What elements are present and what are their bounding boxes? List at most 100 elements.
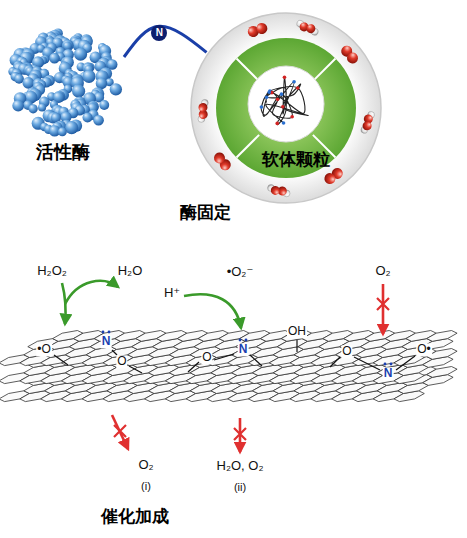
atom-label: •O bbox=[36, 343, 52, 356]
graphene-sheets bbox=[0, 331, 457, 402]
dot bbox=[102, 331, 105, 334]
enzyme-sphere bbox=[23, 77, 35, 89]
atom bbox=[198, 103, 207, 112]
enzyme-sphere bbox=[28, 104, 37, 113]
arrow-in bbox=[184, 294, 241, 328]
peroxide-molecule bbox=[360, 110, 375, 134]
enzyme-sphere bbox=[74, 48, 87, 61]
connector-label: N bbox=[151, 25, 167, 41]
polymer-dot bbox=[265, 95, 269, 99]
polymer-dot bbox=[260, 105, 264, 109]
core-divider bbox=[237, 135, 260, 158]
inner-void bbox=[248, 66, 324, 142]
polymer-dot bbox=[283, 76, 287, 80]
node-picture bbox=[2, 12, 124, 140]
chemical-label: •O₂⁻ bbox=[226, 265, 255, 279]
enzyme-sphere bbox=[49, 53, 60, 64]
atom-label: N bbox=[238, 343, 249, 356]
bond bbox=[250, 355, 262, 366]
blocked-arrow bbox=[382, 284, 385, 334]
caption: 催化加成 bbox=[100, 508, 170, 527]
core-divider bbox=[237, 59, 260, 82]
enzyme-sphere bbox=[99, 100, 109, 110]
bond bbox=[214, 354, 234, 360]
enzyme-sphere bbox=[72, 85, 85, 98]
chemical-label: H₂O₂ bbox=[36, 264, 68, 278]
atom-label: O bbox=[341, 345, 352, 358]
cross-mark bbox=[234, 428, 246, 440]
bond bbox=[112, 350, 117, 355]
atom bbox=[322, 171, 337, 186]
lone-pair-dots bbox=[102, 331, 393, 366]
peroxide-molecule bbox=[295, 20, 320, 36]
polymer-dot bbox=[281, 105, 285, 109]
caption: 酶固定 bbox=[179, 204, 232, 223]
bond bbox=[296, 340, 297, 352]
chemical-label: O₂ bbox=[374, 264, 391, 278]
chemical-label: O₂ bbox=[137, 458, 154, 472]
atom-label: O bbox=[116, 355, 127, 368]
enzyme-sphere bbox=[12, 100, 24, 112]
graphene-layer bbox=[0, 331, 457, 366]
chemical-label: H₂O, O₂ bbox=[216, 459, 265, 473]
oxygen-molecule bbox=[246, 21, 269, 38]
core-divider bbox=[313, 59, 336, 82]
node-label: 软体颗粒 bbox=[208, 150, 384, 170]
atom-label: N bbox=[383, 367, 394, 380]
enzyme-sphere bbox=[83, 112, 93, 122]
polymer-dot bbox=[280, 92, 284, 96]
atom-label: O bbox=[201, 351, 212, 364]
bond bbox=[129, 366, 142, 373]
atom-label: OH bbox=[287, 325, 307, 338]
case-number: (ii) bbox=[233, 481, 247, 493]
bond bbox=[354, 357, 380, 370]
connector-curve bbox=[124, 26, 207, 57]
blocked-arrows bbox=[112, 284, 389, 452]
oxygen-molecule bbox=[212, 150, 233, 172]
enzyme-sphere bbox=[93, 115, 104, 126]
bond bbox=[396, 356, 415, 370]
bond bbox=[330, 357, 340, 367]
arrow-out bbox=[65, 281, 118, 304]
soft-particle: 软体颗粒 bbox=[188, 10, 384, 206]
polymer-dot bbox=[275, 122, 279, 126]
case-number: (i) bbox=[140, 480, 152, 492]
enzyme-sphere bbox=[65, 121, 78, 134]
polymer-dot bbox=[267, 90, 271, 94]
chemical-label: H₂O bbox=[117, 264, 144, 278]
node-label: 活性酶 bbox=[2, 142, 124, 164]
enzyme-sphere bbox=[110, 83, 122, 95]
atom bbox=[212, 150, 227, 165]
bond bbox=[188, 362, 199, 372]
polymer-dot bbox=[292, 80, 296, 84]
hexagon bbox=[427, 367, 457, 378]
peroxide-molecule bbox=[267, 184, 291, 197]
particle-shell bbox=[191, 13, 381, 203]
dot bbox=[108, 331, 111, 334]
enzyme-sphere bbox=[38, 103, 46, 111]
hexagon bbox=[427, 331, 457, 342]
atom bbox=[270, 186, 280, 196]
chemical-label: H⁺ bbox=[163, 286, 181, 300]
cross-mark bbox=[114, 425, 126, 437]
enzyme-sphere bbox=[54, 91, 66, 103]
dot bbox=[239, 339, 242, 342]
reaction-arrows bbox=[62, 281, 241, 328]
polymer-dot bbox=[296, 86, 300, 90]
dot bbox=[390, 363, 393, 366]
peroxide-molecule bbox=[197, 99, 209, 122]
atom bbox=[345, 50, 360, 65]
cross-mark bbox=[377, 298, 389, 310]
atom-label: O• bbox=[416, 343, 432, 356]
enzyme-sphere bbox=[58, 127, 67, 136]
atom bbox=[255, 21, 269, 35]
polymer-dot bbox=[276, 97, 280, 101]
dot bbox=[384, 363, 387, 366]
polymer-chain bbox=[261, 77, 308, 124]
blocked-arrow bbox=[112, 415, 128, 449]
atom bbox=[305, 23, 316, 34]
enzyme-sphere bbox=[82, 70, 95, 83]
enzyme-sphere bbox=[14, 74, 24, 84]
dot bbox=[245, 339, 248, 342]
